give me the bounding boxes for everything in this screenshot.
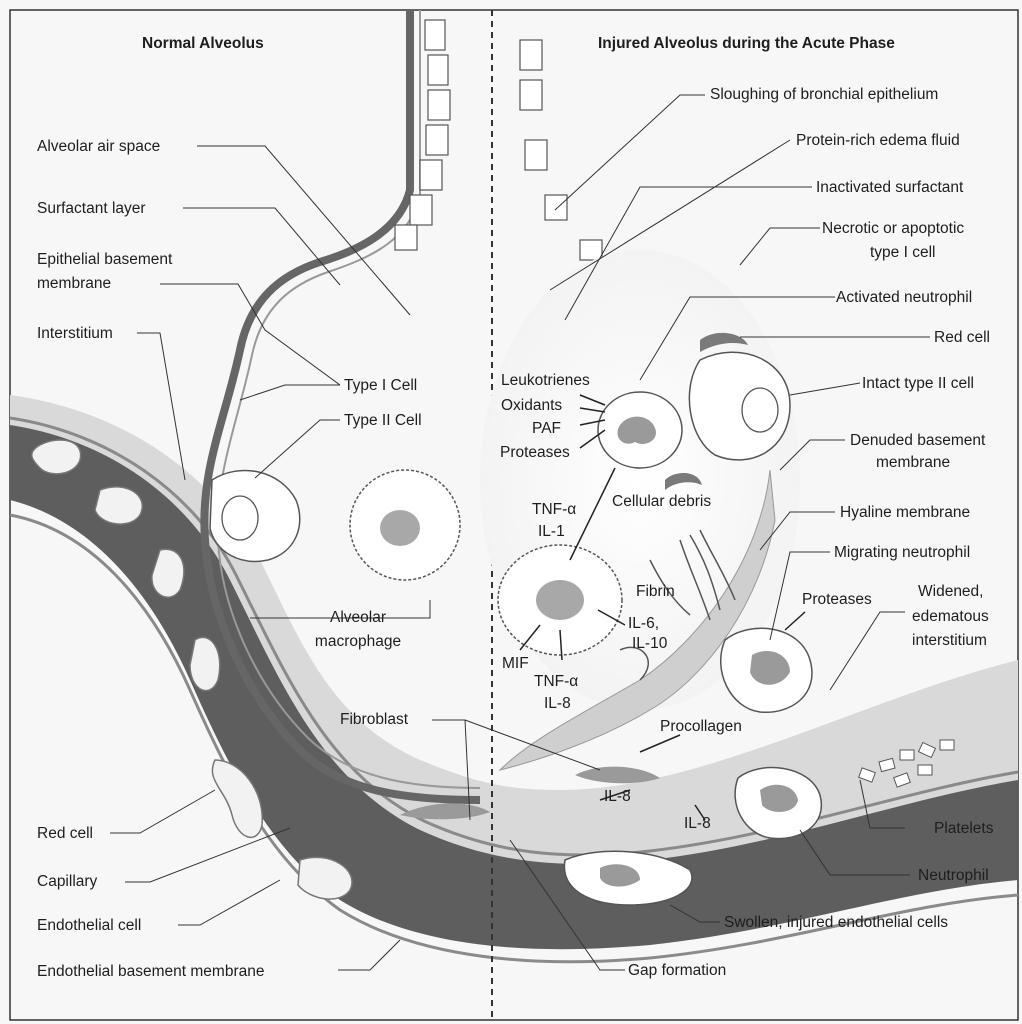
label-inactivated-surfactant: Inactivated surfactant	[816, 178, 963, 197]
intact-type-ii-cell-right	[689, 352, 790, 460]
label-il-8-a: IL-8	[604, 787, 631, 806]
label-intact-type-ii-cell: Intact type II cell	[862, 374, 974, 393]
label-necrotic-line1: Necrotic or apoptotic	[822, 219, 964, 238]
label-procollagen: Procollagen	[660, 717, 742, 736]
label-fibrin: Fibrin	[636, 582, 675, 601]
label-hyaline-membrane: Hyaline membrane	[840, 503, 970, 522]
label-denuded-line2: membrane	[876, 453, 950, 472]
label-alveolar-air-space: Alveolar air space	[37, 137, 160, 156]
label-sloughing: Sloughing of bronchial epithelium	[710, 85, 938, 104]
type-ii-cell-left	[210, 470, 300, 561]
label-tnf-alpha-2: TNF-α	[534, 672, 578, 691]
label-migrating-neutrophil: Migrating neutrophil	[834, 543, 970, 562]
label-capillary: Capillary	[37, 872, 97, 891]
label-platelets: Platelets	[934, 819, 993, 838]
label-activated-neutrophil: Activated neutrophil	[836, 288, 972, 307]
label-paf: PAF	[532, 419, 561, 438]
label-cellular-debris: Cellular debris	[612, 492, 711, 511]
label-epithelial-bm-line2: membrane	[37, 274, 111, 293]
activated-neutrophil-cell	[598, 392, 682, 468]
label-endothelial-basement-membrane: Endothelial basement membrane	[37, 962, 264, 981]
label-il-6: IL-6,	[628, 614, 659, 633]
label-edema-fluid: Protein-rich edema fluid	[796, 131, 960, 150]
bronchial-epithelium	[395, 20, 602, 260]
label-surfactant-layer: Surfactant layer	[37, 199, 146, 218]
label-alveolar-macrophage-line1: Alveolar	[318, 608, 398, 627]
label-mif: MIF	[502, 654, 529, 673]
label-neutrophil: Neutrophil	[918, 866, 989, 885]
label-red-cell-left: Red cell	[37, 824, 93, 843]
label-fibroblast: Fibroblast	[340, 710, 408, 729]
migrating-neutrophil-cell	[721, 628, 812, 712]
label-interstitium: Interstitium	[37, 324, 113, 343]
label-proteases-migrating: Proteases	[802, 590, 872, 609]
label-widened-line2: edematous	[912, 607, 989, 626]
fibroblast-cell-right	[575, 767, 660, 784]
label-widened-line3: interstitium	[912, 631, 987, 650]
label-il-1: IL-1	[538, 522, 565, 541]
label-type-i-cell: Type I Cell	[344, 376, 417, 395]
label-type-ii-cell: Type II Cell	[344, 411, 422, 430]
header-normal: Normal Alveolus	[142, 34, 264, 53]
label-epithelial-bm-line1: Epithelial basement	[37, 250, 172, 269]
label-necrotic-line2: type I cell	[870, 243, 935, 262]
label-leukotrienes: Leukotrienes	[501, 371, 590, 390]
label-widened-line1: Widened,	[918, 582, 983, 601]
alveolar-macrophage-cell	[350, 470, 460, 580]
label-tnf-alpha-1: TNF-α	[532, 500, 576, 519]
label-il-10: IL-10	[632, 634, 667, 653]
label-il-8-b: IL-8	[684, 814, 711, 833]
label-red-cell-right: Red cell	[934, 328, 990, 347]
label-oxidants: Oxidants	[501, 396, 562, 415]
label-alveolar-macrophage-line2: macrophage	[298, 632, 418, 651]
label-proteases: Proteases	[500, 443, 570, 462]
header-injured: Injured Alveolus during the Acute Phase	[598, 34, 895, 53]
label-swollen-endothelial: Swollen, injured endothelial cells	[724, 913, 948, 932]
label-endothelial-cell: Endothelial cell	[37, 916, 141, 935]
label-denuded-line1: Denuded basement	[850, 431, 985, 450]
label-gap-formation: Gap formation	[628, 961, 726, 980]
label-il-8-macrophage: IL-8	[544, 694, 571, 713]
